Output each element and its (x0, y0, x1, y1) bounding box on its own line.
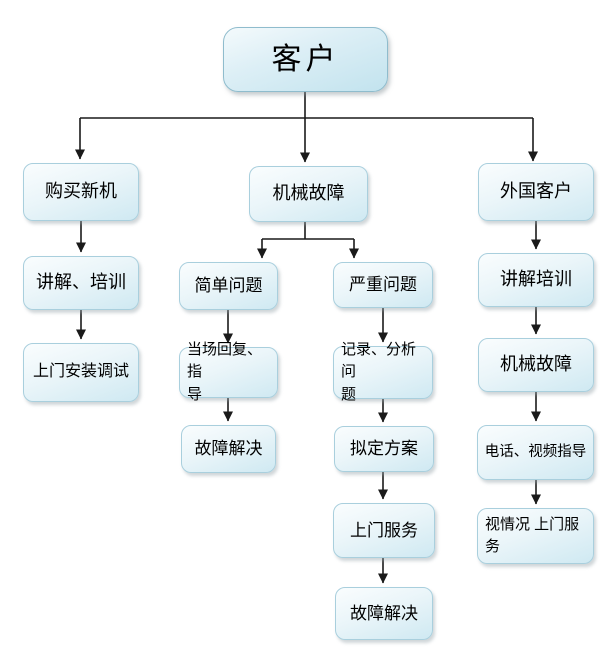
node-buy-new-machine: 购买新机 (23, 163, 139, 221)
node-onspot-reply-guidance: 当场回复、指 导 (179, 341, 278, 403)
edge-mechanical-fault-split (257, 222, 359, 259)
node-serious-problem: 严重问题 (333, 262, 433, 308)
node-onsite-service-conditional: 视情况 上门服 务 (477, 508, 594, 564)
node-onsite-install-debug: 上门安装调试 (23, 343, 139, 402)
node-fault-resolved-serious: 故障解决 (335, 587, 433, 640)
node-mechanical-fault: 机械故障 (249, 166, 368, 222)
node-foreign-customer: 外国客户 (478, 163, 594, 221)
node-fault-resolved-simple: 故障解决 (181, 425, 276, 473)
node-mechanical-fault-foreign: 机械故障 (478, 338, 594, 392)
node-simple-problem: 简单问题 (179, 262, 278, 310)
node-record-analyze-problem: 记录、分析问 题 (333, 341, 433, 403)
node-explain-training-right: 讲解培训 (478, 253, 594, 307)
edge-customer-branches (75, 92, 538, 163)
node-explain-training-left: 讲解、培训 (23, 256, 139, 310)
node-onsite-service: 上门服务 (333, 503, 435, 558)
node-customer-root: 客户 (223, 27, 388, 92)
node-draft-plan: 拟定方案 (334, 426, 434, 472)
node-phone-video-guidance: 电话、视频指导 (477, 425, 594, 480)
